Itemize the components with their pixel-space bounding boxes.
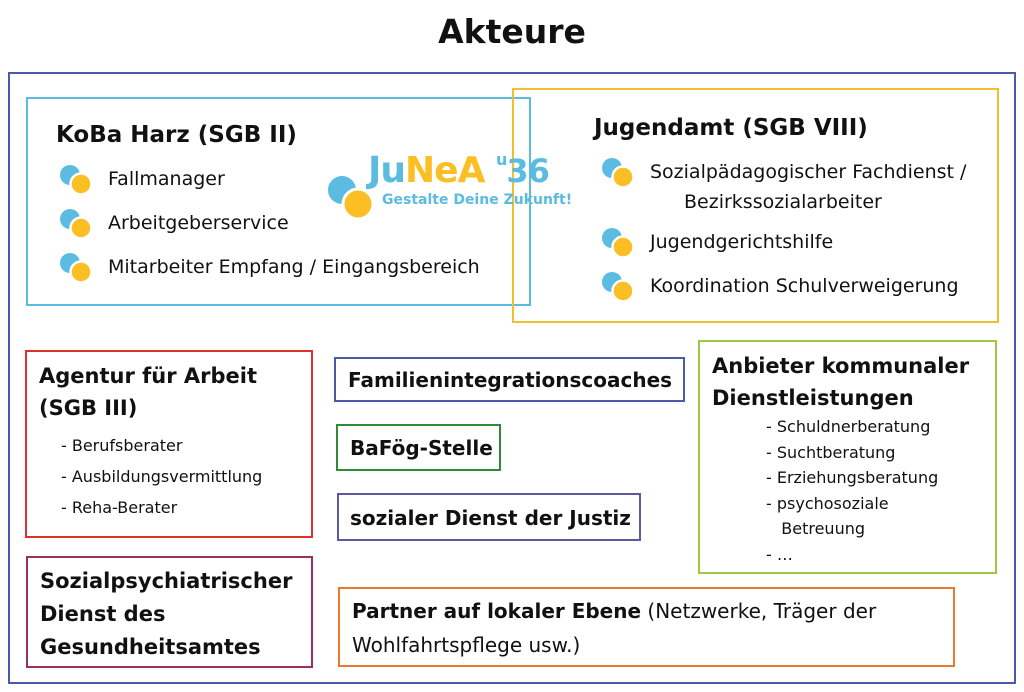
bullet-icon [60,209,93,239]
item-label: Fallmanager [108,168,225,190]
familien-heading: Familienintegrationscoaches [348,368,673,392]
list-item: - Suchtberatung [766,442,896,462]
item-label: Mitarbeiter Empfang / Eingangsbereich [108,256,480,278]
logo-nea: NeA [405,150,485,191]
agentur-heading-1: Agentur für Arbeit [39,364,258,388]
list-item: - Ausbildungsvermittlung [61,467,263,486]
agentur-heading-2: (SGB III) [39,396,138,420]
logo-circles-icon [328,176,375,221]
item-label: Koordination Schulverweigerung [650,275,959,297]
list-item: - Berufsberater [61,436,183,455]
list-item: - … [766,544,793,564]
koba-heading: KoBa Harz (SGB II) [56,122,297,148]
jugendamt-heading: Jugendamt (SGB VIII) [594,115,868,141]
familien-box: Familienintegrationscoaches [334,357,685,402]
koba-box: KoBa Harz (SGB II) Fallmanager Arbeitgeb… [26,97,531,306]
item-continuation: Bezirkssozialarbeiter [684,191,882,213]
bullet-icon [60,165,93,195]
list-item: Betreuung [766,519,865,538]
sozialpsych-line: Dienst des [40,602,166,626]
anbieter-box: Anbieter kommunaler Dienstleistungen - S… [698,340,997,574]
logo-ju: Ju [368,150,406,191]
partner-box: Partner auf lokaler Ebene (Netzwerke, Tr… [338,587,955,667]
outer-frame [8,72,1016,684]
partner-desc: (Netzwerke, Träger der [641,599,877,623]
bullet-icon [60,253,93,283]
bafoeg-box: BaFög-Stelle [336,424,501,471]
item-label: Jugendgerichtshilfe [650,231,834,253]
sozialpsych-line: Sozialpsychiatrischer [40,569,293,593]
list-item: - Reha-Berater [61,498,178,517]
anbieter-heading-2: Dienstleistungen [712,386,914,410]
list-item: Fallmanager [58,157,480,201]
list-item: Koordination Schulverweigerung [600,264,966,308]
page-title: Akteure [438,12,586,51]
logo-tagline: Gestalte Deine Zukunft! [382,192,573,208]
partner-desc-2: Wohlfahrtspflege usw.) [352,633,581,657]
agentur-box: Agentur für Arbeit (SGB III) - Berufsber… [25,350,313,538]
bullet-icon [602,272,635,302]
sozialpsych-line: Gesundheitsamtes [40,635,261,659]
logo-u: u [495,150,507,169]
partner-heading: Partner auf lokaler Ebene [352,599,642,623]
item-label: Arbeitgeberservice [108,212,289,234]
bafoeg-heading: BaFög-Stelle [350,436,493,460]
bullet-icon [602,158,635,188]
sozialpsych-box: Sozialpsychiatrischer Dienst des Gesundh… [26,556,313,668]
list-item: Mitarbeiter Empfang / Eingangsbereich [58,245,480,289]
jugendamt-box: Jugendamt (SGB VIII) Sozialpädagogischer… [512,88,999,323]
list-item: - psychosoziale [766,493,889,513]
list-item: - Schuldnerberatung [766,417,931,436]
junea-logo: JuNeA u36 Gestalte Deine Zukunft! [322,150,573,224]
logo-36: 36 [506,152,550,190]
bullet-icon [602,228,635,258]
list-item: - Erziehungsberatung [766,468,939,487]
list-item: Arbeitgeberservice [58,201,480,245]
anbieter-heading-1: Anbieter kommunaler [712,354,970,378]
item-label: Sozialpädagogischer Fachdienst / [650,161,967,183]
list-item: Sozialpädagogischer Fachdienst / [600,150,966,194]
justiz-box: sozialer Dienst der Justiz [337,493,641,541]
justiz-heading: sozialer Dienst der Justiz [350,506,631,530]
list-item: Jugendgerichtshilfe [600,220,966,264]
